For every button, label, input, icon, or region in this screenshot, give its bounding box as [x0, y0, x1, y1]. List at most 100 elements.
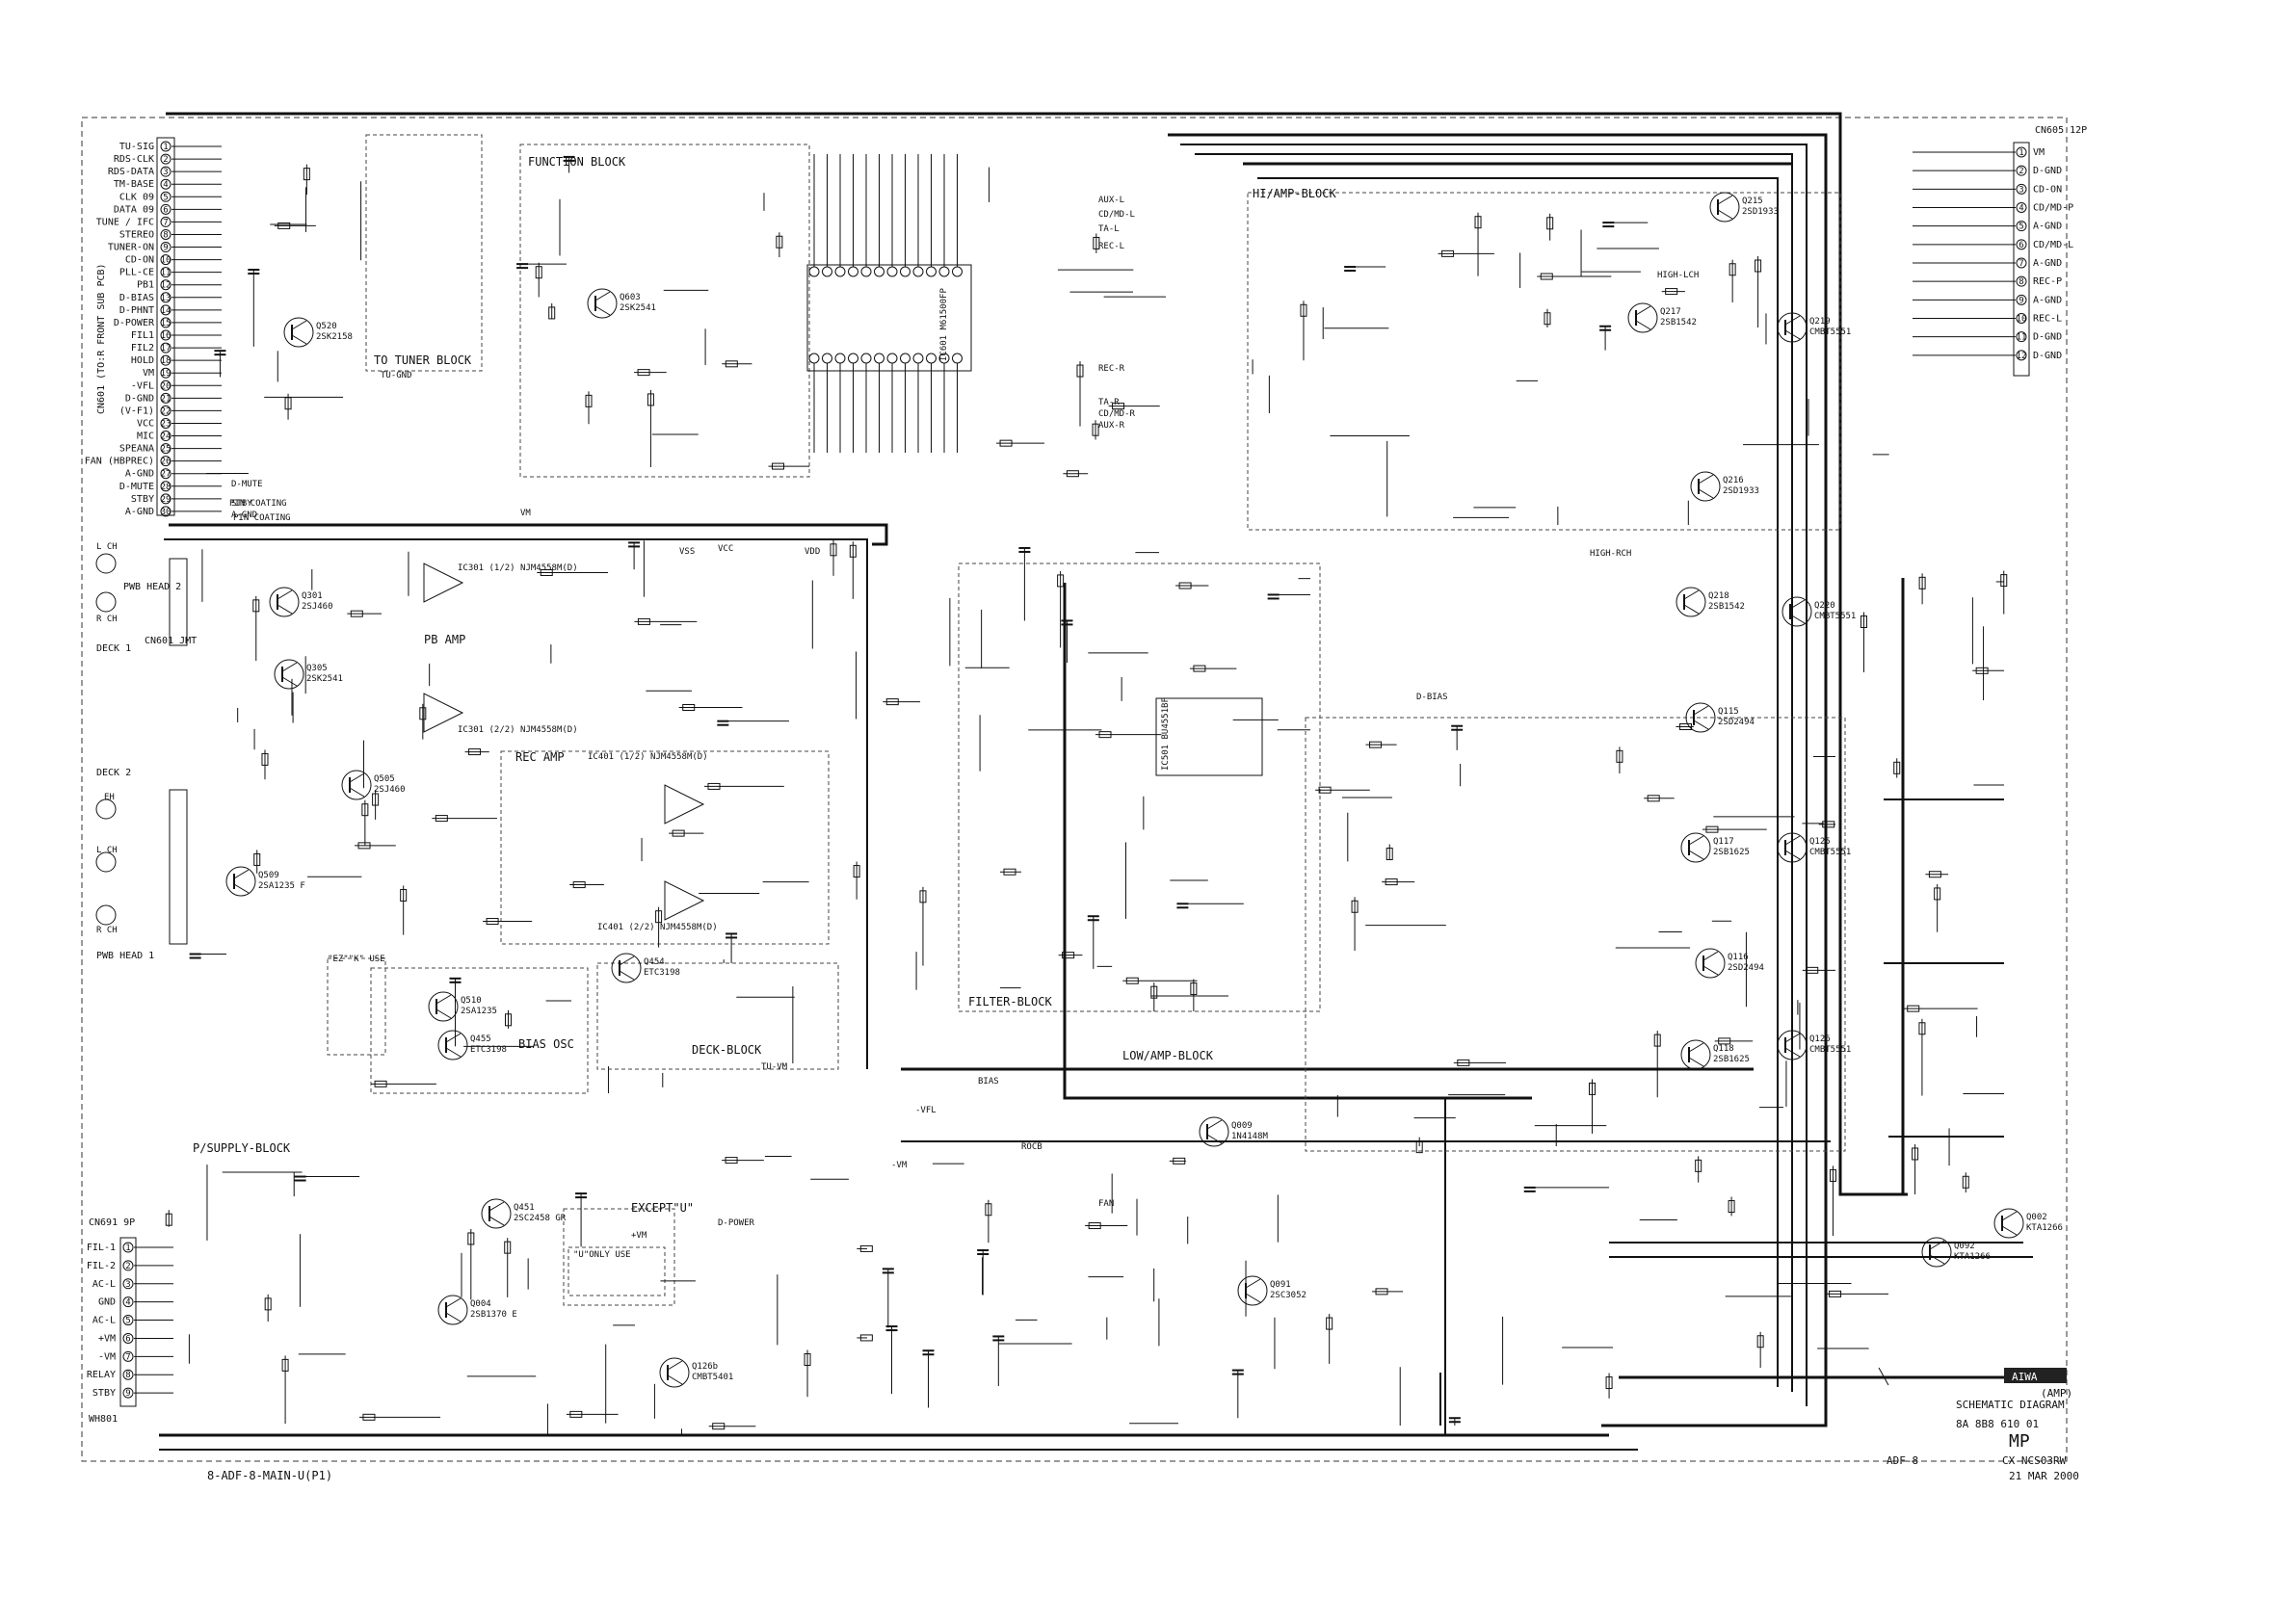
cn601-pin [160, 191, 172, 202]
ic601-pin [860, 266, 872, 277]
transistor-symbol [659, 1357, 690, 1388]
transistor-ref: Q451 [514, 1203, 535, 1213]
ic601-pin [926, 353, 937, 364]
resistor-symbol [572, 881, 586, 889]
resistor-symbol [1385, 878, 1398, 886]
cn601-pin-number: 5 [163, 193, 168, 202]
resistor-symbol [1318, 786, 1332, 794]
rail-label: -VFL [915, 1106, 937, 1115]
cn691-pin-label: FIL-2 [87, 1261, 116, 1271]
resistor-symbol [1112, 403, 1125, 410]
transistor-symbol [1627, 302, 1658, 333]
resistor-symbol [772, 462, 785, 470]
transistor-ref: Q216 [1723, 476, 1744, 485]
deck-block-label: DECK-BLOCK [692, 1043, 762, 1057]
resistor-symbol [1928, 871, 1941, 878]
transistor-ref: Q455 [470, 1034, 491, 1044]
transistor-emitter [1206, 1134, 1223, 1144]
resistor-symbol [253, 852, 261, 866]
transistor-ref: Q220 [1814, 601, 1835, 611]
cn601-pin-label: (V-F1) [119, 406, 154, 416]
title-number: 8A 8B8 610 01 [1956, 1418, 2039, 1430]
cn605-pin [2016, 294, 2027, 305]
deck2-lch: L CH [96, 846, 118, 855]
transistor-collector [1789, 599, 1806, 610]
cn601-pin [160, 279, 172, 291]
transistor-emitter [1717, 209, 1733, 220]
cn601-pin-number: 30 [161, 508, 172, 517]
transistor-part: ETC3198 [470, 1045, 507, 1055]
cn601-pin-label: SPEANA [119, 444, 154, 455]
resistor-symbol [1057, 574, 1065, 588]
resistor-symbol [252, 599, 260, 613]
cn601-pin [160, 242, 172, 253]
resistor-symbol [1718, 1037, 1731, 1045]
cn605-pin [2016, 221, 2027, 232]
cn691-pin-label: STBY [92, 1388, 116, 1399]
cn605-pin [2016, 350, 2027, 361]
cn601-pin [160, 267, 172, 278]
transistor-ref: Q115 [1718, 707, 1739, 717]
signal-label: REC-R [1098, 364, 1125, 374]
cn691-pin [122, 1260, 134, 1271]
cn601-pin [160, 141, 172, 152]
resistor-symbol [885, 698, 899, 706]
transistor-emitter [488, 1216, 505, 1226]
transistor-collector [435, 994, 452, 1005]
resistor-symbol [853, 865, 860, 878]
resistor-symbol [1755, 259, 1762, 273]
resistor-symbol [776, 235, 783, 249]
transistor-ref: Q004 [470, 1299, 491, 1309]
transistor-ref: Q126 [1809, 1034, 1831, 1044]
ic601-pin [848, 353, 858, 364]
u-only-label: "U"ONLY USE [573, 1250, 631, 1260]
transistor-emitter [233, 883, 250, 894]
cn601-pin-label: RDS-DATA [108, 167, 154, 177]
cn605-pin [2016, 183, 2027, 195]
recamp-frame [500, 750, 830, 945]
transistor-symbol [341, 770, 372, 800]
resistor-symbol [1125, 977, 1139, 984]
transistor-symbol [587, 288, 618, 319]
resistor-symbol [1918, 1022, 1926, 1035]
resistor-symbol [1695, 1159, 1702, 1172]
supply-block-label: P/SUPPLY-BLOCK [193, 1141, 291, 1155]
rail-label: VSS [679, 547, 695, 557]
cn601-pin [160, 354, 172, 366]
transistor-symbol [437, 1030, 468, 1060]
signal-label: AUX-R [1098, 421, 1125, 431]
ic601-pin [926, 266, 937, 277]
circuit-wiring [165, 155, 2008, 1435]
signal-label: TA-L [1098, 224, 1120, 234]
cn601-pin [160, 380, 172, 391]
cn601-pin [160, 493, 172, 505]
transistor-collector [233, 869, 250, 879]
block-labels: FUNCTION BLOCK TO TUNER BLOCK HI/AMP-BLO… [193, 155, 1336, 1482]
transistor-symbol [1777, 1030, 1808, 1060]
rail-label: -VM [891, 1161, 908, 1170]
ic501-label: IC501 BU4551BF [1161, 697, 1171, 771]
cn601-pin-label: FIL1 [131, 330, 154, 341]
ic601-pin [834, 266, 846, 277]
transistor-collector [1683, 589, 1700, 600]
cn601-pin [160, 367, 172, 379]
resistor-symbol [1173, 1157, 1186, 1165]
cn605-pin-label: REC-L [2033, 314, 2062, 325]
transistor-part: CMBT5401 [692, 1373, 733, 1382]
transistor-emitter [1683, 604, 1700, 615]
transistor-part: 2SB1625 [1713, 848, 1750, 857]
transistor-emitter [1245, 1293, 1261, 1303]
cn601-pin [160, 342, 172, 353]
resistor-symbol [1962, 1175, 1969, 1189]
resistor-symbol [281, 1358, 289, 1372]
cn601-pin-label: -VFL [131, 380, 154, 391]
transistor-part: CMBT5551 [1809, 327, 1851, 337]
resistor-symbol [1003, 868, 1016, 876]
cn601-pin-number: 27 [161, 470, 172, 480]
recamp-label: REC AMP [515, 750, 565, 764]
resistor-symbol [1098, 731, 1112, 739]
cn605-pin-number: 7 [2019, 259, 2023, 269]
cn601-label: CN601 (TO:R FRONT SUB PCB) [96, 263, 107, 414]
